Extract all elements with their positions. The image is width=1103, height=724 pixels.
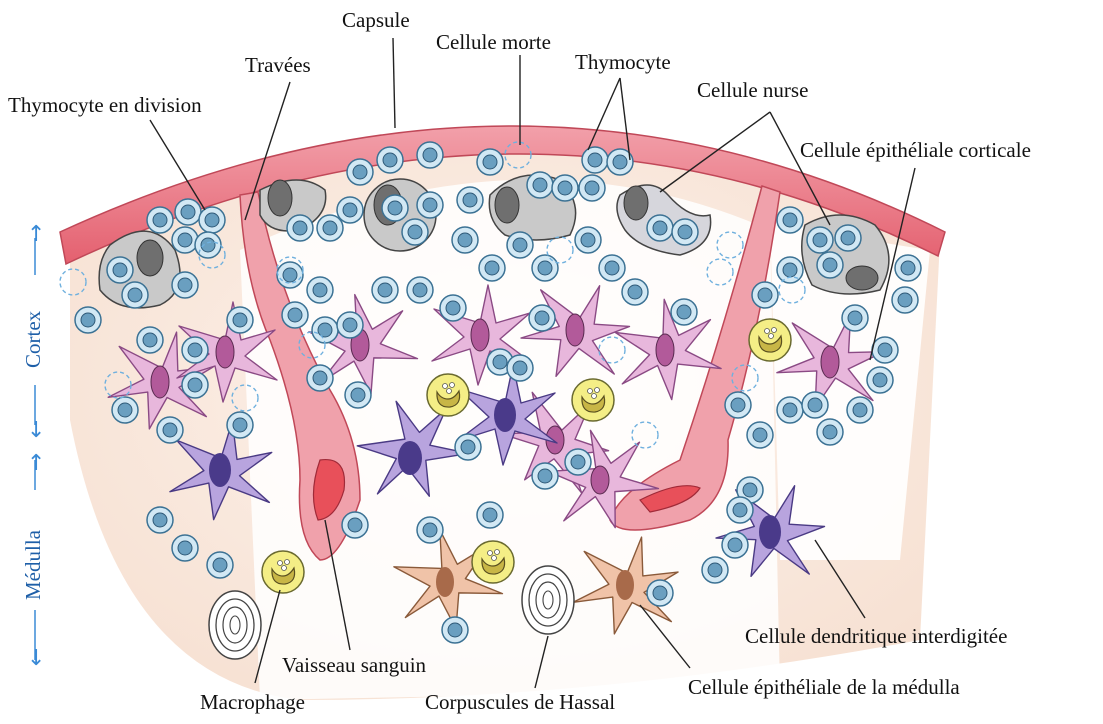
label-cellule-morte: Cellule morte <box>436 32 551 53</box>
cortex-arrow-up-icon: ↑ <box>27 224 45 246</box>
label-corpuscules-hassal: Corpuscules de Hassal <box>425 692 615 713</box>
medulla-arrow-up-icon: ↑ <box>27 453 45 475</box>
label-cellule-epitheliale-medulla: Cellule épithéliale de la médulla <box>688 677 960 698</box>
medulla-arrow-down-icon: ↓ <box>27 648 45 670</box>
hassal-corpuscle-1 <box>209 591 261 659</box>
label-cellule-dendritique: Cellule dendritique interdigitée <box>745 626 1007 647</box>
medulla-side-label: Médulla <box>23 530 44 600</box>
label-thymocyte-division: Thymocyte en division <box>8 95 202 116</box>
label-macrophage: Macrophage <box>200 692 305 713</box>
macrophage-3 <box>749 319 791 361</box>
macrophage-5 <box>262 551 304 593</box>
label-thymocyte: Thymocyte <box>575 52 671 73</box>
label-travees: Travées <box>245 55 311 76</box>
cortex-arrow-down-icon: ↓ <box>27 420 45 442</box>
label-cellule-epitheliale-corticale: Cellule épithéliale corticale <box>800 140 1031 161</box>
macrophage-4 <box>472 541 514 583</box>
label-capsule: Capsule <box>342 10 410 31</box>
macrophage-1 <box>427 374 469 416</box>
hassal-corpuscle-2 <box>522 566 574 634</box>
macrophage-2 <box>572 379 614 421</box>
label-vaisseau-sanguin: Vaisseau sanguin <box>282 655 426 676</box>
cortex-side-label: Cortex <box>23 311 44 368</box>
label-cellule-nurse: Cellule nurse <box>697 80 808 101</box>
